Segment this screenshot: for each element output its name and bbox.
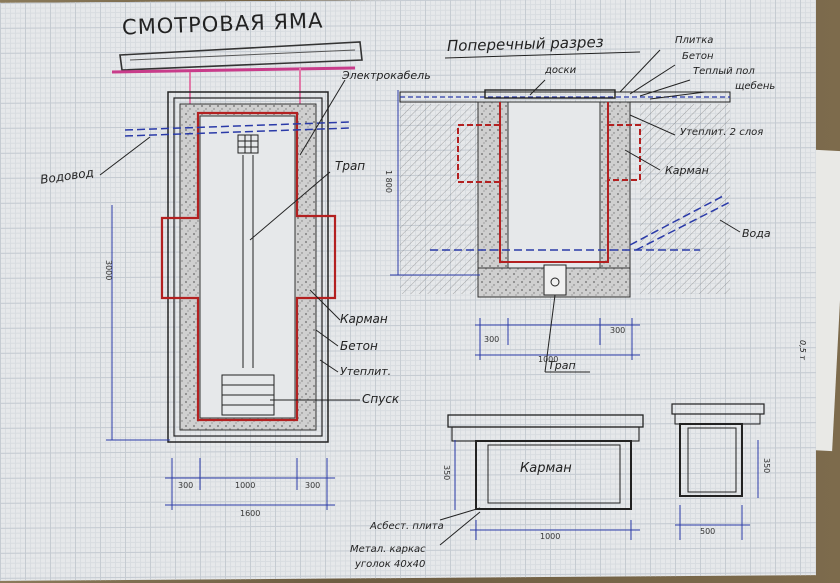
label-asbestos-plate: Асбест. плита	[370, 521, 444, 532]
label-warm-floor: Теплый пол	[693, 66, 755, 77]
small-side-detail	[671, 403, 765, 540]
dim-section-height: 1 800	[384, 170, 393, 193]
label-boards: доски	[545, 65, 577, 76]
label-cable: Электрокабель	[342, 69, 431, 82]
dim-plan-1000: 1000	[235, 481, 256, 490]
dim-section-300-right: 300	[610, 326, 626, 335]
label-tile: Плитка	[675, 35, 714, 46]
label-insulation-section: Утеплит. 2 слоя	[680, 127, 764, 138]
dim-section-1000: 1000	[538, 355, 559, 364]
label-insulation-plan: Утеплит.	[340, 365, 392, 378]
label-angle-steel: уголок 40х40	[355, 559, 426, 570]
side-paper-note: 0,5 т	[798, 340, 807, 360]
plan-view	[99, 79, 360, 510]
label-pocket-detail: Карман	[520, 461, 572, 476]
cross-section-view	[390, 49, 741, 373]
dim-pocket-1000: 1000	[540, 532, 561, 541]
dim-small-500: 500	[700, 527, 716, 536]
pocket-detail-view	[439, 414, 644, 546]
label-descent: Спуск	[362, 392, 400, 406]
label-concrete-plan: Бетон	[340, 339, 378, 353]
section-title: Поперечный разрез	[446, 32, 604, 56]
label-water: Вода	[742, 227, 771, 240]
label-gravel: щебень	[735, 81, 776, 92]
dim-plan-height: 3000	[104, 260, 113, 281]
dim-plan-300-right: 300	[305, 481, 321, 490]
label-pocket-section: Карман	[665, 164, 709, 177]
label-concrete-section: Бетон	[682, 51, 714, 62]
label-metal-frame: Метал. каркас	[350, 544, 426, 555]
label-pocket-plan: Карман	[340, 312, 388, 326]
label-ladder-plan: Трап	[335, 159, 366, 173]
dim-pocket-height: 350	[442, 465, 451, 481]
dim-small-height: 350	[762, 458, 771, 474]
dim-plan-1600: 1600	[240, 509, 261, 518]
label-ladder-section: Трап	[548, 359, 576, 372]
dim-section-300-left: 300	[484, 335, 500, 344]
dim-plan-300-left: 300	[178, 481, 194, 490]
